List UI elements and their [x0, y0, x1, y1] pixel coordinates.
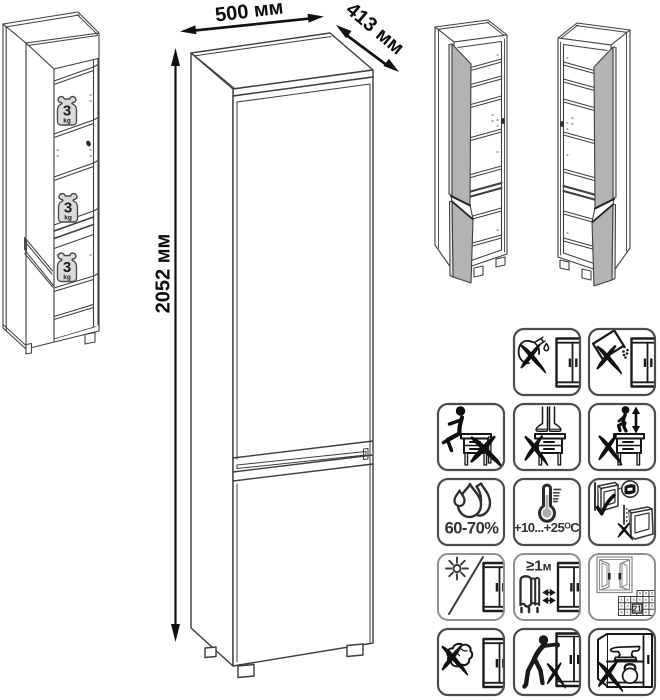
svg-text:60-70%: 60-70% [445, 520, 500, 538]
svg-text:+10...+25OC: +10...+25OC [514, 520, 580, 535]
svg-text:21: 21 [633, 605, 642, 614]
svg-text:2052 мм: 2052 мм [153, 234, 175, 314]
svg-text:≥1м: ≥1м [526, 558, 552, 575]
